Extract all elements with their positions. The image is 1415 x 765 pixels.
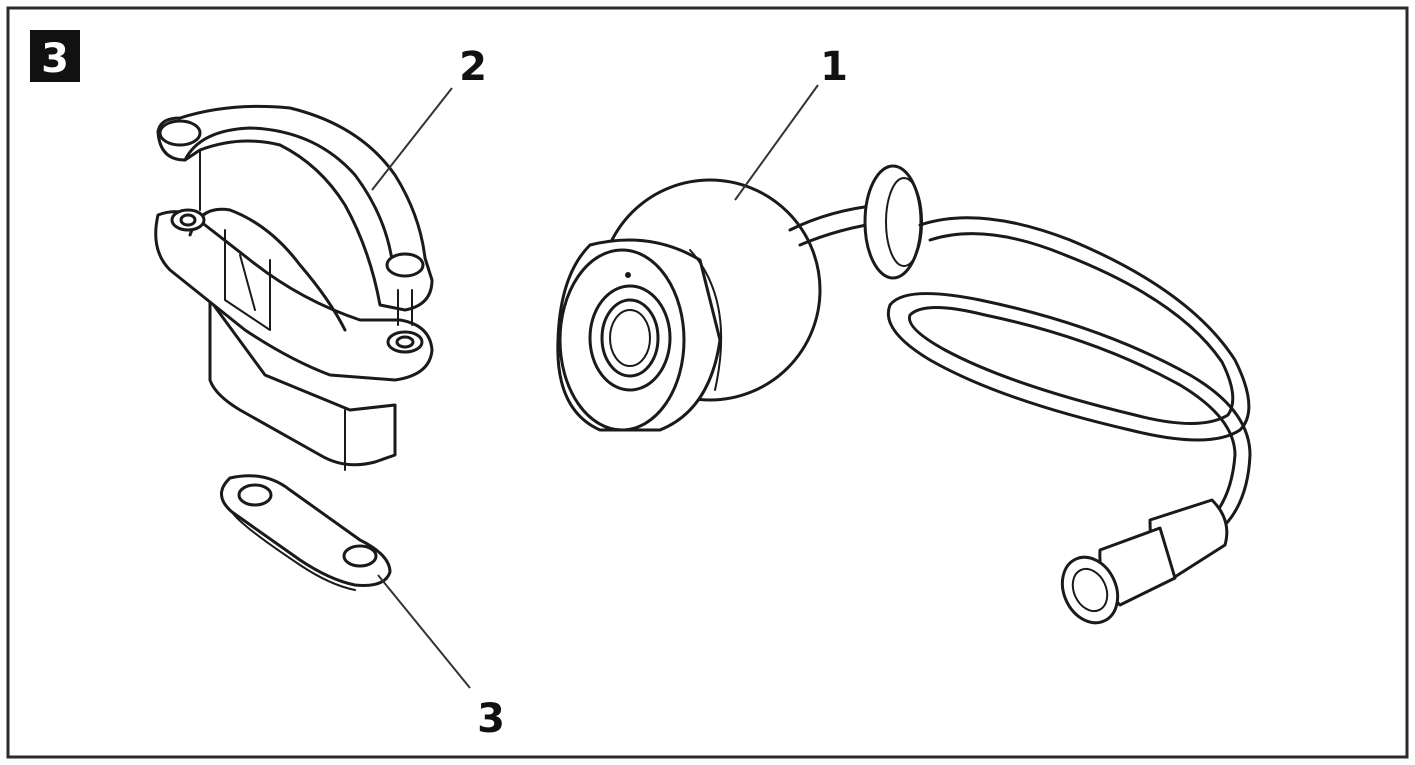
camera-plug-pins (1071, 567, 1109, 613)
plate-thickness-edge (231, 511, 356, 591)
leader-line-1 (734, 84, 819, 201)
clamp-inner-rib-2 (239, 254, 256, 311)
camera-cable-coil-inner (907, 232, 1237, 520)
badge-box (30, 30, 80, 82)
plate-hole-right (342, 544, 378, 568)
callout-label-3: 3 (477, 696, 505, 742)
clamp-bolt-mid-left-hole (179, 213, 197, 227)
camera-grommet-inner (885, 177, 923, 267)
clamp-base (208, 298, 397, 467)
plate-part (220, 474, 392, 591)
camera-cable-coil (887, 216, 1252, 527)
camera-lens-face (558, 248, 686, 432)
figure-number-badge: 3 (30, 30, 80, 82)
camera-part (556, 164, 1252, 625)
clamp-screw (397, 289, 413, 326)
callout-label-2: 2 (459, 44, 487, 90)
leader-line-3 (377, 574, 471, 689)
clamp-inner-rib (224, 229, 271, 331)
camera-barrel-groove (689, 249, 723, 391)
clamp-part (154, 104, 434, 471)
clamp-bore-lower (188, 207, 347, 332)
clamp-arch-inner (183, 126, 394, 262)
camera-indicator-dot (625, 272, 631, 278)
camera-lens-glass (609, 309, 651, 367)
clamp-bolt-top-left (158, 119, 202, 147)
leader-line-2 (371, 87, 453, 191)
camera-lens-ring-outer (588, 284, 672, 392)
clamp-bolt-top-right (385, 252, 425, 278)
badge-number: 3 (41, 36, 69, 82)
clamp-upper-arch (156, 104, 434, 312)
camera-lens-ring-inner (600, 298, 660, 378)
plate-hole-left (237, 483, 273, 507)
callout-label-1: 1 (820, 44, 848, 90)
clamp-bolt-bottom-right-hole (395, 335, 415, 349)
